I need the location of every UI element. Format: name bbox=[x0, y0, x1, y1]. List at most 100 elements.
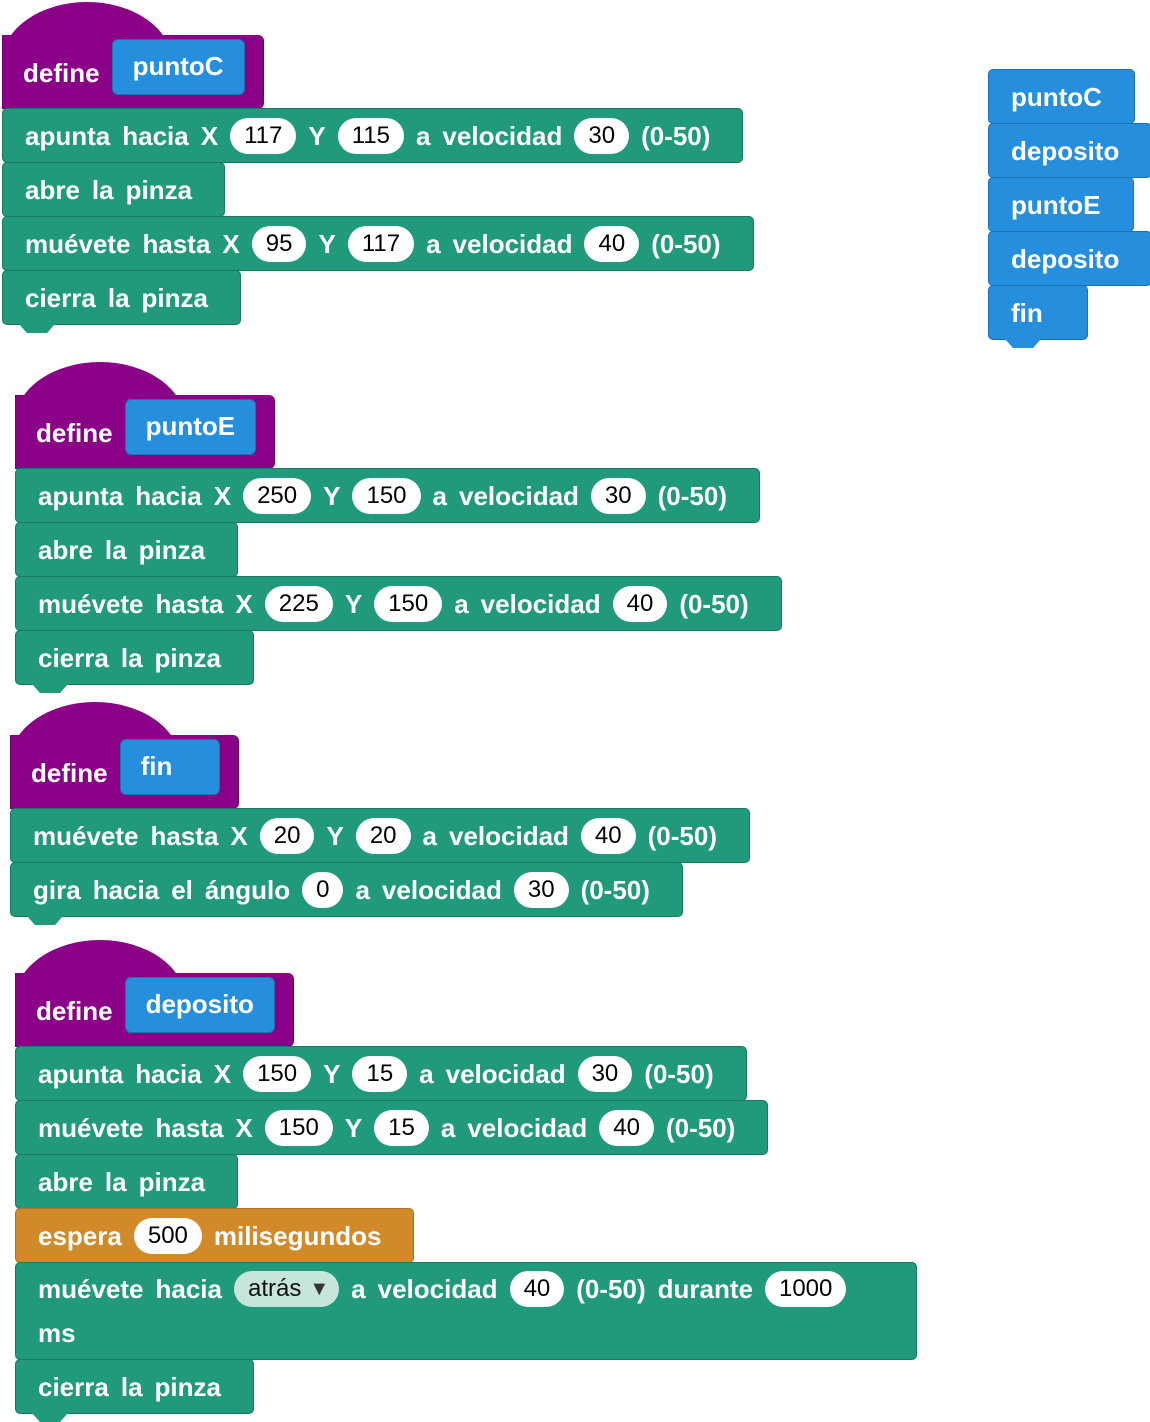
define-hat-block[interactable]: define deposito bbox=[15, 940, 917, 1047]
block-label: pinza bbox=[141, 282, 208, 313]
block-label: el bbox=[171, 874, 193, 905]
procedure-call-block[interactable]: deposito bbox=[988, 231, 1150, 286]
block-label: velocidad bbox=[480, 588, 601, 619]
block-label: a bbox=[415, 120, 431, 151]
block-label: muévete bbox=[38, 1274, 144, 1304]
procedure-name[interactable]: fin bbox=[119, 738, 220, 795]
number-input[interactable]: 150 bbox=[352, 477, 421, 514]
procedure-call-block[interactable]: puntoE bbox=[988, 177, 1134, 232]
procedure-call-block[interactable]: deposito bbox=[988, 123, 1150, 178]
number-input[interactable]: 15 bbox=[374, 1109, 429, 1146]
number-input[interactable]: 15 bbox=[352, 1055, 408, 1092]
number-input[interactable]: 40 bbox=[509, 1271, 565, 1307]
block-label: la bbox=[104, 1166, 127, 1197]
block-label: X bbox=[213, 1058, 232, 1089]
block-label: deposito bbox=[1011, 135, 1120, 166]
number-input[interactable]: 115 bbox=[337, 117, 404, 154]
number-input[interactable]: 30 bbox=[513, 871, 569, 908]
number-input[interactable]: 150 bbox=[243, 1055, 312, 1092]
number-input[interactable]: 40 bbox=[580, 817, 636, 854]
number-input[interactable]: 40 bbox=[612, 585, 668, 622]
block-label: milisegundos bbox=[213, 1220, 382, 1251]
block-label: puntoC bbox=[1011, 81, 1102, 112]
block-label: muévete bbox=[25, 228, 131, 259]
number-input[interactable]: 150 bbox=[374, 585, 443, 622]
define-keyword: define bbox=[36, 996, 113, 1026]
number-input[interactable]: 1000 bbox=[764, 1271, 847, 1307]
number-input[interactable]: 30 bbox=[577, 1055, 633, 1092]
block-label: (0-50) bbox=[580, 874, 650, 905]
block-label: X bbox=[213, 480, 232, 511]
block-label: (0-50) bbox=[647, 820, 717, 851]
number-input[interactable]: 225 bbox=[264, 585, 333, 622]
block-label: cierra bbox=[38, 1371, 109, 1402]
number-input[interactable]: 20 bbox=[259, 817, 315, 854]
number-input[interactable]: 117 bbox=[347, 225, 415, 262]
procedure-call-block[interactable]: puntoC bbox=[988, 69, 1135, 124]
number-input[interactable]: 30 bbox=[590, 477, 646, 514]
number-input[interactable]: 20 bbox=[355, 817, 411, 854]
number-input[interactable]: 40 bbox=[599, 1109, 654, 1146]
procedure-name[interactable]: deposito bbox=[124, 976, 275, 1033]
block-label: a bbox=[422, 820, 437, 851]
procedure-name[interactable]: puntoC bbox=[111, 38, 245, 95]
block-label: (0-50) bbox=[644, 1058, 714, 1089]
number-input[interactable]: 250 bbox=[243, 477, 312, 514]
block-label: hacia bbox=[122, 120, 189, 151]
procedure-call-block[interactable]: fin bbox=[988, 285, 1088, 340]
block-label: cierra bbox=[25, 282, 96, 313]
block-label: Y bbox=[308, 120, 326, 151]
block-label: apunta bbox=[38, 1058, 124, 1089]
block-label: a bbox=[454, 588, 469, 619]
block-label: hacia bbox=[135, 480, 202, 511]
block-label: apunta bbox=[25, 120, 111, 151]
block-label: velocidad bbox=[442, 120, 563, 151]
block-label: hasta bbox=[155, 1112, 224, 1143]
number-input[interactable]: 0 bbox=[302, 871, 344, 908]
block-label: X bbox=[235, 588, 253, 619]
block-label: hacia bbox=[135, 1058, 202, 1089]
block-label: hacia bbox=[155, 1274, 223, 1304]
block-label: muévete bbox=[38, 1112, 144, 1143]
block-label: velocidad bbox=[381, 874, 502, 905]
direction-dropdown[interactable]: atrás▼ bbox=[234, 1271, 340, 1307]
block-label: a bbox=[419, 1058, 434, 1089]
block-label: Y bbox=[323, 480, 341, 511]
number-input[interactable]: 500 bbox=[133, 1217, 202, 1254]
number-input[interactable]: 40 bbox=[584, 225, 640, 262]
block-label: X bbox=[230, 820, 248, 851]
number-input[interactable]: 117 bbox=[230, 117, 297, 154]
block-label: abre bbox=[38, 534, 93, 565]
block-label: ángulo bbox=[204, 874, 291, 905]
block-label: Y bbox=[344, 1112, 363, 1143]
procedure-name[interactable]: puntoE bbox=[124, 398, 257, 455]
block-label: la bbox=[91, 174, 114, 205]
number-input[interactable]: 30 bbox=[574, 117, 630, 154]
block-label: Y bbox=[326, 820, 344, 851]
number-input[interactable]: 95 bbox=[251, 225, 307, 262]
number-input[interactable]: 150 bbox=[264, 1109, 333, 1146]
block-label: (0-50) bbox=[679, 588, 749, 619]
